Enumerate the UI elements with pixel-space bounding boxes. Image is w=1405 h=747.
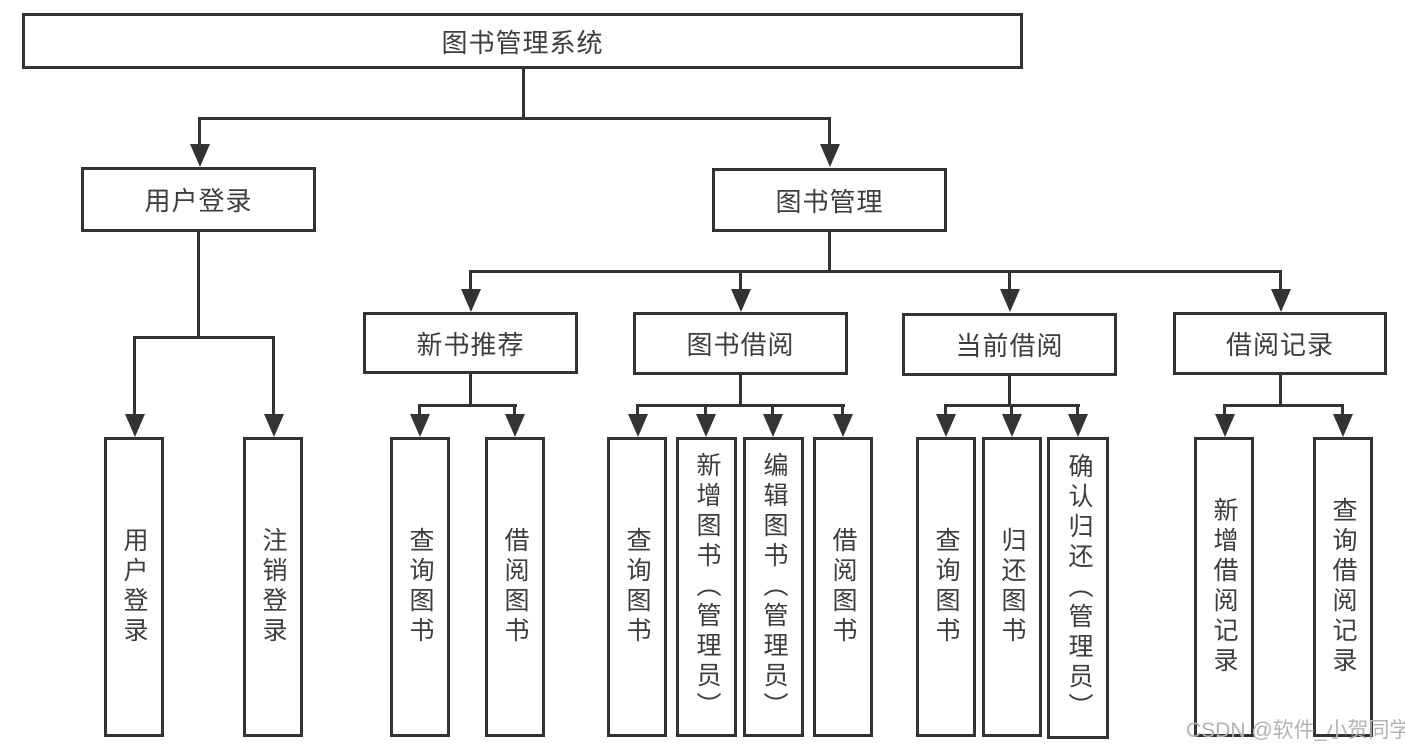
- node-new-book-recommend: 新书推荐: [363, 312, 578, 374]
- connector-line: [828, 232, 831, 273]
- leaf-borrow-books-newbook: 借阅图书: [485, 437, 545, 737]
- arrowhead-down: [771, 404, 774, 414]
- node-library-system-label: 图书管理系统: [441, 27, 604, 58]
- arrowhead-down: [1279, 270, 1282, 289]
- leaf-return-books: 归还图书: [982, 437, 1042, 737]
- arrowhead-down: [828, 117, 831, 144]
- connector-line: [418, 404, 517, 407]
- arrowhead-down: [469, 270, 472, 289]
- connector-line: [739, 375, 742, 407]
- leaf-add-books-admin: 新增图书（管理员）: [676, 437, 737, 737]
- arrowhead-down: [418, 404, 421, 414]
- csdn-watermark: CSDN @软件_小贺同学: [1186, 719, 1405, 742]
- arrowhead-down: [198, 117, 201, 144]
- node-current-borrowing: 当前借阅: [902, 313, 1117, 376]
- arrowhead-down: [944, 404, 947, 414]
- arrowhead-down: [636, 404, 639, 414]
- connector-line: [198, 117, 831, 120]
- arrowhead-down: [739, 270, 742, 289]
- node-current-borrowing-label: 当前借阅: [955, 331, 1064, 361]
- leaf-confirm-return-admin: 确认归还（管理员）: [1047, 437, 1109, 739]
- connector-line: [522, 69, 525, 119]
- node-book-management: 图书管理: [712, 168, 947, 232]
- node-borrowing-records: 借阅记录: [1173, 312, 1387, 375]
- arrowhead-down: [1223, 404, 1226, 414]
- connector-line: [1223, 404, 1344, 407]
- arrowhead-down: [1076, 404, 1079, 414]
- leaf-borrow-books: 借阅图书: [813, 437, 873, 737]
- arrowhead-down: [133, 336, 136, 414]
- leaf-query-books-current: 查询图书: [916, 437, 976, 737]
- leaf-query-books-newbook: 查询图书: [390, 437, 450, 737]
- node-user-login: 用户登录: [81, 167, 316, 232]
- leaf-user-login: 用户登录: [104, 437, 164, 737]
- arrowhead-down: [704, 404, 707, 414]
- node-book-management-label: 图书管理: [775, 186, 884, 217]
- arrowhead-down: [1008, 270, 1011, 289]
- node-user-login-label: 用户登录: [144, 186, 253, 216]
- leaf-query-books-borrow: 查询图书: [607, 437, 667, 737]
- arrowhead-down: [272, 336, 275, 414]
- node-new-book-recommend-label: 新书推荐: [416, 329, 525, 360]
- node-borrowing-records-label: 借阅记录: [1225, 330, 1334, 360]
- node-library-system: 图书管理系统: [22, 13, 1023, 69]
- arrowhead-down: [1010, 404, 1013, 414]
- connector-line: [1008, 376, 1011, 407]
- leaf-logout: 注销登录: [243, 437, 303, 737]
- connector-line: [133, 336, 275, 339]
- leaf-add-borrow-record: 新增借阅记录: [1194, 437, 1254, 737]
- connector-line: [636, 404, 845, 407]
- arrowhead-down: [513, 404, 516, 414]
- connector-line: [469, 374, 472, 407]
- node-book-borrowing: 图书借阅: [633, 312, 848, 375]
- connector-line: [1279, 375, 1282, 407]
- node-book-borrowing-label: 图书借阅: [686, 330, 795, 360]
- arrowhead-down: [1341, 404, 1344, 414]
- connector-line: [197, 232, 200, 339]
- leaf-edit-books-admin: 编辑图书（管理员）: [743, 437, 804, 737]
- connector-line: [469, 270, 1282, 273]
- arrowhead-down: [841, 404, 844, 414]
- leaf-query-borrow-record: 查询借阅记录: [1313, 437, 1373, 737]
